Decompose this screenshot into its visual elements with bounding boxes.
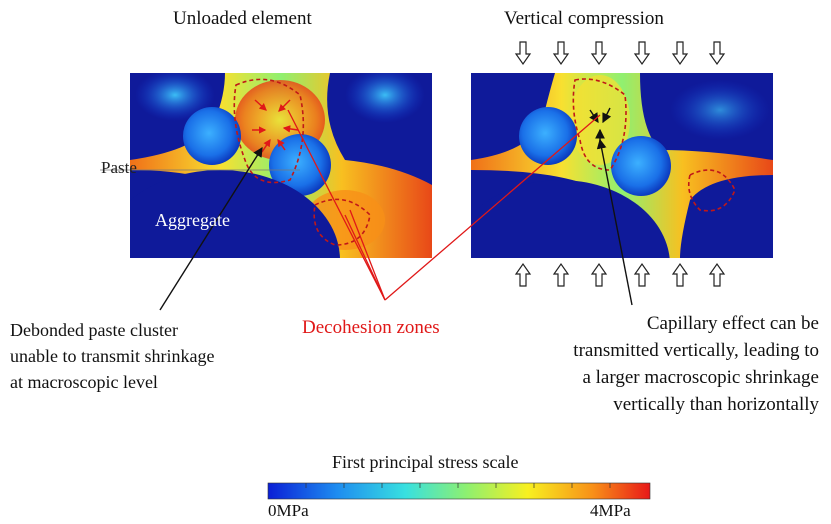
paste-label: Paste <box>101 158 137 177</box>
colorbar-max-label: 4MPa <box>590 501 631 520</box>
hollow-arrow-icon <box>633 262 651 287</box>
hollow-arrow-icon <box>552 262 570 287</box>
hollow-arrow-icon <box>708 41 726 66</box>
decohesion-leader-lines <box>287 109 601 301</box>
hollow-arrow-icon <box>590 262 608 287</box>
right-stress-field <box>471 73 773 258</box>
capillary-leader-arrow <box>596 138 633 306</box>
debonded-leader-arrow <box>159 146 263 311</box>
hollow-arrow-icon <box>633 41 651 66</box>
hollow-arrow-icon <box>590 41 608 66</box>
left-stress-field <box>130 73 432 258</box>
compression-arrows-top <box>514 41 726 66</box>
capillary-callout: Capillary effect can be transmitted vert… <box>573 313 819 415</box>
hollow-arrow-icon <box>671 41 689 66</box>
colorbar-min-label: 0MPa <box>268 501 309 520</box>
hollow-arrow-icon <box>514 262 532 287</box>
hollow-arrow-icon <box>708 262 726 287</box>
left-panel-title: Unloaded element <box>173 8 312 29</box>
right-panel-title: Vertical compression <box>504 8 664 29</box>
hollow-arrow-icon <box>552 41 570 66</box>
compression-arrows-bottom <box>514 262 726 287</box>
colorbar-title: First principal stress scale <box>332 452 519 472</box>
debonded-callout: Debonded paste cluster unable to transmi… <box>10 320 215 392</box>
hollow-arrow-icon <box>514 41 532 66</box>
colorbar-ticks <box>305 483 611 488</box>
stress-colorbar <box>267 482 651 500</box>
decohesion-callout: Decohesion zones <box>302 317 440 338</box>
aggregate-label: Aggregate <box>155 210 230 230</box>
hollow-arrow-icon <box>671 262 689 287</box>
